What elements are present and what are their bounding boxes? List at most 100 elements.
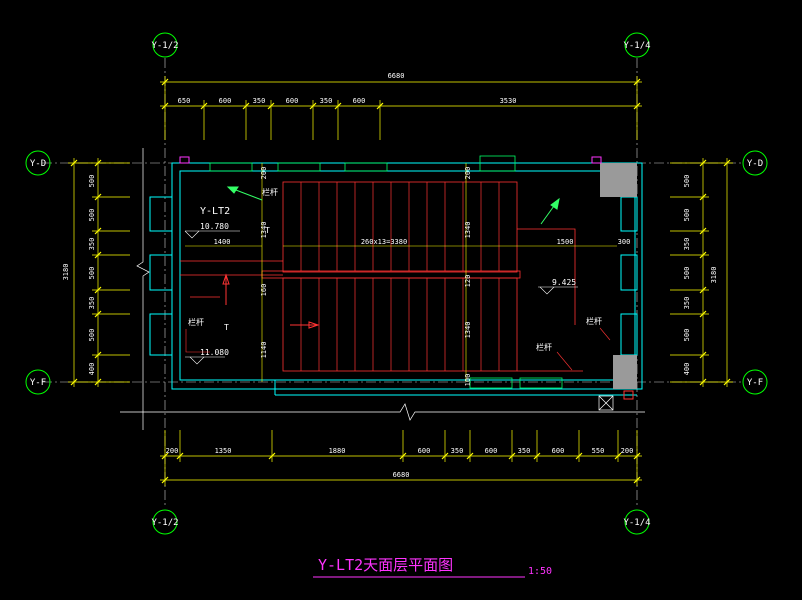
svg-text:200: 200 <box>621 447 634 455</box>
svg-text:Y-1/2: Y-1/2 <box>151 518 178 528</box>
dimension-bottom <box>160 430 642 486</box>
axis-bubble-bottom-left: Y-1/2 <box>151 509 179 535</box>
svg-text:200: 200 <box>166 447 179 455</box>
svg-text:350: 350 <box>683 297 691 310</box>
dimension-left <box>68 158 130 387</box>
svg-text:Y-D: Y-D <box>30 159 46 169</box>
svg-text:Y-1/4: Y-1/4 <box>623 41 650 51</box>
svg-text:T: T <box>265 226 270 235</box>
stair-treads-lower <box>300 278 500 371</box>
elevation-marker-bottom <box>185 356 225 365</box>
svg-text:300: 300 <box>618 238 631 246</box>
svg-text:500: 500 <box>88 329 96 342</box>
elevation-mid: 9.425 <box>552 278 576 287</box>
elevation-marker-mid <box>538 286 578 295</box>
svg-text:Y-1/4: Y-1/4 <box>623 518 650 528</box>
svg-text:500: 500 <box>88 267 96 280</box>
dim-bottom-segments: 200 1350 1880 600 350 600 350 600 550 20… <box>166 447 634 455</box>
axis-bubble-left-top: Y-D <box>25 150 51 176</box>
svg-text:350: 350 <box>320 97 333 105</box>
svg-text:100: 100 <box>464 374 472 387</box>
svg-text:Y-D: Y-D <box>747 159 763 169</box>
svg-text:350: 350 <box>683 238 691 251</box>
stair-walk-arrows <box>222 273 320 329</box>
svg-text:1350: 1350 <box>215 447 232 455</box>
svg-text:400: 400 <box>683 363 691 376</box>
drawing-title: Y-LT2天面层平面图 1:50 <box>313 556 552 578</box>
svg-text:200: 200 <box>464 167 472 180</box>
axis-bubble-right-bottom: Y-F <box>742 369 768 395</box>
dimension-right <box>670 158 733 387</box>
svg-text:600: 600 <box>485 447 498 455</box>
svg-text:260x13=3380: 260x13=3380 <box>361 238 407 246</box>
svg-text:1140: 1140 <box>260 342 268 359</box>
stair-treads-upper <box>300 182 500 271</box>
svg-text:600: 600 <box>552 447 565 455</box>
svg-text:350: 350 <box>88 297 96 310</box>
svg-text:1:50: 1:50 <box>528 566 552 577</box>
elevation-bottom: 11.080 <box>200 348 229 357</box>
svg-text:600: 600 <box>418 447 431 455</box>
svg-text:350: 350 <box>451 447 464 455</box>
inner-dimension-labels: 200 1340 160 1140 200 1340 120 1340 100 … <box>214 167 631 387</box>
svg-text:650: 650 <box>178 97 191 105</box>
svg-text:500: 500 <box>88 209 96 222</box>
svg-text:600: 600 <box>353 97 366 105</box>
svg-text:500: 500 <box>683 329 691 342</box>
axis-bubble-top-left: Y-1/2 <box>151 32 179 58</box>
axis-bubble-right-top: Y-D <box>742 150 768 176</box>
stair-flights <box>180 181 583 372</box>
stair-direction-arrows <box>226 186 560 225</box>
dim-top-segments: 650 600 350 600 350 600 3530 <box>178 97 517 105</box>
svg-text:栏杆: 栏杆 <box>586 316 602 326</box>
railing-leaders <box>185 327 611 371</box>
railing-labels: 栏杆 栏杆 栏杆 栏杆 T T <box>188 187 602 352</box>
top-windows <box>209 155 563 389</box>
svg-text:1340: 1340 <box>464 322 472 339</box>
svg-text:500: 500 <box>683 175 691 188</box>
dim-left-segments: 500 500 350 500 350 500 400 <box>88 175 96 376</box>
svg-text:Y-F: Y-F <box>30 378 46 388</box>
dim-right-segments: 500 500 350 500 350 500 400 <box>683 175 691 376</box>
columns <box>179 156 637 389</box>
svg-text:350: 350 <box>253 97 266 105</box>
svg-text:500: 500 <box>683 267 691 280</box>
svg-text:栏杆: 栏杆 <box>262 187 278 197</box>
walls <box>149 162 643 396</box>
break-lines <box>120 148 645 430</box>
svg-text:200: 200 <box>260 167 268 180</box>
annotation-stair-id: Y-LT2 <box>200 206 230 217</box>
svg-text:1880: 1880 <box>329 447 346 455</box>
svg-text:T: T <box>224 323 229 332</box>
svg-text:350: 350 <box>518 447 531 455</box>
svg-text:400: 400 <box>88 363 96 376</box>
svg-text:500: 500 <box>88 175 96 188</box>
svg-text:500: 500 <box>683 209 691 222</box>
dim-left-overall: 3180 <box>62 264 70 281</box>
svg-text:Y-1/2: Y-1/2 <box>151 41 178 51</box>
elevation-top: 10.780 <box>200 222 229 231</box>
svg-text:Y-LT2天面层平面图: Y-LT2天面层平面图 <box>318 556 453 574</box>
svg-text:120: 120 <box>464 275 472 288</box>
svg-text:600: 600 <box>219 97 232 105</box>
svg-text:160: 160 <box>260 284 268 297</box>
svg-text:1340: 1340 <box>260 222 268 239</box>
svg-text:3530: 3530 <box>500 97 517 105</box>
svg-text:Y-LT2: Y-LT2 <box>200 206 230 217</box>
svg-text:1400: 1400 <box>214 238 231 246</box>
svg-text:栏杆: 栏杆 <box>188 317 204 327</box>
svg-text:1340: 1340 <box>464 222 472 239</box>
dimension-top <box>160 76 642 140</box>
axis-bubble-left-bottom: Y-F <box>25 369 51 395</box>
svg-text:550: 550 <box>592 447 605 455</box>
drain-symbol <box>598 390 634 411</box>
axis-bubble-top-right: Y-1/4 <box>623 32 651 58</box>
svg-text:1500: 1500 <box>557 238 574 246</box>
axis-bubble-bottom-right: Y-1/4 <box>623 509 651 535</box>
elevation-marker-top <box>184 230 240 239</box>
svg-text:350: 350 <box>88 238 96 251</box>
svg-text:栏杆: 栏杆 <box>536 342 552 352</box>
svg-text:600: 600 <box>286 97 299 105</box>
dim-right-overall: 3180 <box>710 267 718 284</box>
